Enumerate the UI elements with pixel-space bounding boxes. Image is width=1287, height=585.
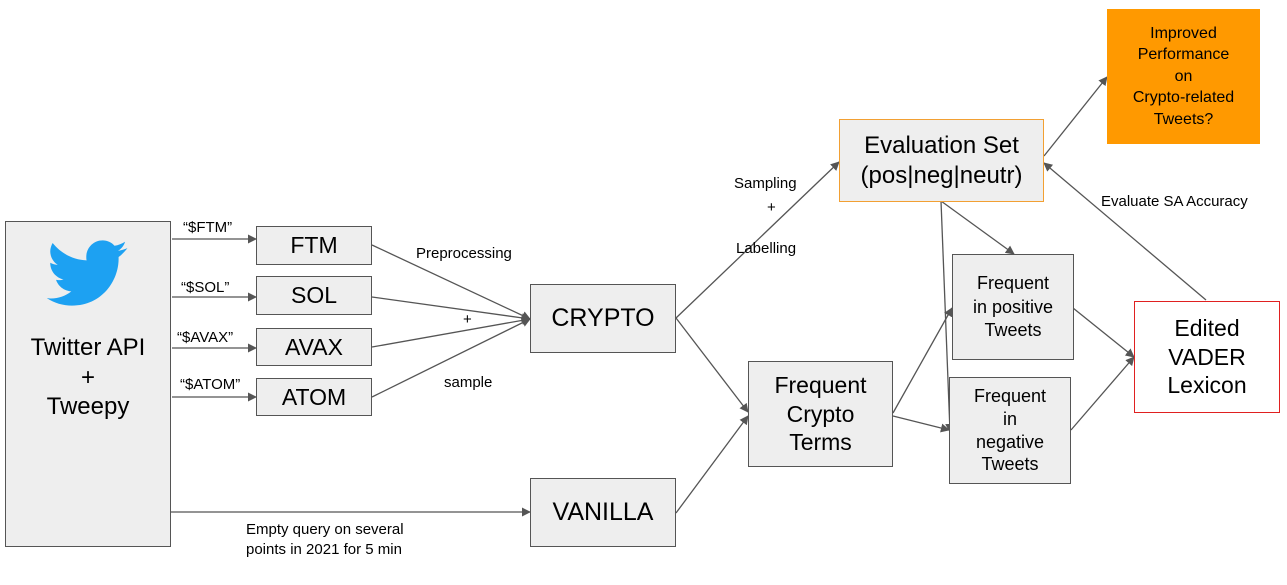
source-line2: + (80, 363, 95, 391)
arrow-frequent-to-negative (892, 415, 950, 433)
negative-line2: in (1002, 408, 1017, 429)
vanilla-dataset-label: VANILLA (552, 498, 654, 527)
frequent-positive-box: Frequent in positive Tweets (952, 254, 1074, 360)
sample-label: sample (444, 374, 493, 391)
arrow-atom-to-crypto (371, 318, 531, 398)
ticker-box-ftm: FTM (256, 226, 372, 265)
ticker-avax-label: AVAX (285, 333, 343, 360)
result-line1: Improved (1150, 24, 1217, 42)
query-label-avax: “$AVAX” (177, 329, 234, 346)
arrow-negative-to-lexicon (1070, 356, 1135, 431)
negative-line3: negative (975, 431, 1045, 452)
frequent-crypto-terms-box: Frequent Crypto Terms (748, 361, 893, 467)
evaluate-accuracy-label: Evaluate SA Accuracy (1101, 193, 1248, 210)
frequent-terms-line2: Crypto (786, 400, 855, 427)
query-label-ftm: “$FTM” (183, 219, 233, 236)
result-line3: on (1174, 67, 1193, 85)
lexicon-line3: Lexicon (1167, 372, 1247, 399)
positive-line2: in positive (972, 296, 1054, 317)
sampling-label: Sampling (734, 175, 797, 192)
twitter-api-box: Twitter API + Tweepy (5, 221, 171, 547)
empty-query-label: Empty query on several points in 2021 fo… (246, 521, 404, 559)
arrow-lexicon-to-evalset (1043, 162, 1207, 301)
lexicon-line1: Edited (1174, 315, 1240, 342)
frequent-terms-line1: Frequent (774, 372, 867, 399)
preprocessing-plus-label: + (463, 311, 472, 328)
arrow-crypto-to-evalset (675, 161, 840, 319)
arrow-evalset-to-result (1043, 76, 1108, 157)
query-label-atom: “$ATOM” (180, 376, 241, 393)
positive-line3: Tweets (984, 320, 1042, 341)
labelling-label: Labelling (736, 240, 797, 257)
query-label-sol: “$SOL” (181, 279, 230, 296)
crypto-dataset-box: CRYPTO (530, 284, 676, 353)
frequent-negative-box: Frequent in negative Tweets (949, 377, 1071, 484)
source-line3: Tweepy (46, 393, 130, 421)
sampling-plus-label: + (767, 199, 776, 216)
ticker-ftm-label: FTM (290, 232, 338, 259)
arrow-vanilla-to-frequent (675, 415, 749, 514)
evaluation-set-box: Evaluation Set (pos|neg|neutr) (839, 119, 1044, 202)
frequent-terms-line3: Terms (789, 429, 852, 456)
result-line4: Crypto-related (1132, 89, 1235, 107)
result-line5: Tweets? (1153, 110, 1214, 128)
negative-line1: Frequent (973, 386, 1047, 407)
edited-vader-lexicon-box: Edited VADER Lexicon (1134, 301, 1280, 413)
source-line1: Twitter API (30, 334, 146, 361)
arrow-crypto-to-frequent (675, 317, 749, 413)
arrow-positive-to-lexicon (1072, 307, 1135, 358)
twitter-bird-icon (47, 240, 128, 306)
ticker-box-avax: AVAX (256, 328, 372, 366)
evaluation-set-line2: (pos|neg|neutr) (860, 161, 1023, 189)
arrow-avax-to-crypto (371, 315, 531, 348)
evaluation-set-line1: Evaluation Set (864, 131, 1019, 159)
arrow-evalset-to-negative (940, 200, 955, 433)
improved-performance-box: Improved Performance on Crypto-related T… (1107, 9, 1260, 144)
ticker-sol-label: SOL (290, 282, 338, 309)
lexicon-line2: VADER (1168, 343, 1246, 370)
empty-query-line1: Empty query on several (246, 521, 404, 538)
arrow-ftm-to-crypto (371, 244, 531, 320)
ticker-box-sol: SOL (256, 276, 372, 315)
ticker-box-atom: ATOM (256, 378, 372, 416)
arrow-frequent-to-positive (892, 307, 953, 414)
ticker-atom-label: ATOM (281, 383, 347, 410)
preprocessing-label: Preprocessing (416, 245, 512, 262)
negative-line4: Tweets (981, 454, 1039, 475)
positive-line1: Frequent (976, 272, 1050, 293)
result-line2: Performance (1137, 46, 1230, 64)
arrow-evalset-to-positive (940, 200, 1015, 255)
empty-query-line2: points in 2021 for 5 min (246, 541, 402, 558)
vanilla-dataset-box: VANILLA (530, 478, 676, 547)
arrow-sol-to-crypto (371, 296, 531, 323)
crypto-dataset-label: CRYPTO (551, 304, 655, 333)
